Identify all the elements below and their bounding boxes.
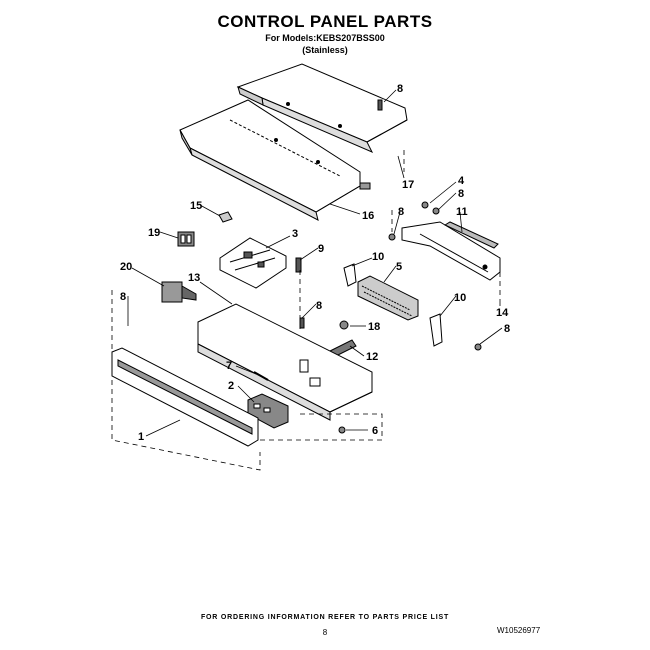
- part-16-shelf: [179, 99, 371, 221]
- callout-10: 10: [372, 251, 384, 263]
- callout-labels: 8 17 4 8 16 8 11 15 19 3 9 10 5 20 13 8 …: [120, 83, 510, 443]
- finish-subtitle: (Stainless): [302, 45, 348, 55]
- part-20-transformer: [161, 281, 197, 303]
- callout-8: 8: [120, 291, 126, 303]
- callout-8: 8: [398, 206, 404, 218]
- page-number: 8: [322, 628, 328, 637]
- callout-9: 9: [318, 243, 324, 255]
- part-15-clip: [218, 211, 233, 223]
- part-13-chassis: [197, 303, 373, 421]
- callout-17: 17: [402, 179, 414, 191]
- part-11-bar: [443, 221, 499, 249]
- part-7-wire: [253, 371, 269, 381]
- callout-15: 15: [190, 200, 202, 212]
- callout-3: 3: [292, 228, 298, 240]
- ordering-note: FOR ORDERING INFORMATION REFER TO PARTS …: [200, 614, 450, 621]
- callout-7: 7: [226, 360, 232, 372]
- leader-lines: [127, 89, 503, 437]
- callout-13: 13: [188, 272, 200, 284]
- part-10-bracket-upper: [343, 263, 357, 287]
- callout-6: 6: [372, 425, 378, 437]
- callout-11: 11: [456, 206, 468, 218]
- model-subtitle: For Models:KEBS207BSS00: [265, 33, 385, 43]
- callout-5: 5: [396, 261, 402, 273]
- callout-14: 14: [496, 307, 509, 319]
- part-3-control-board: [219, 237, 287, 289]
- callout-16: 16: [362, 210, 374, 222]
- callout-1: 1: [138, 431, 144, 443]
- part-19-connector: [177, 231, 195, 247]
- callout-2: 2: [228, 380, 234, 392]
- callout-4: 4: [458, 175, 465, 187]
- document-code: W10526977: [497, 626, 541, 635]
- callout-19: 19: [148, 227, 160, 239]
- part-17-top-cover: [236, 63, 408, 154]
- part-14-side-bracket: [401, 221, 501, 281]
- screws: [295, 99, 482, 434]
- callout-8: 8: [316, 300, 322, 312]
- callout-18: 18: [368, 321, 380, 333]
- dashed-assembly-outlines: [111, 150, 501, 471]
- page-title: CONTROL PANEL PARTS: [217, 12, 433, 31]
- callout-8: 8: [458, 188, 464, 200]
- callout-8: 8: [504, 323, 510, 335]
- callout-8: 8: [397, 83, 403, 95]
- callout-12: 12: [366, 351, 378, 363]
- part-5-blower: [357, 275, 419, 321]
- callout-20: 20: [120, 261, 132, 273]
- callout-10: 10: [454, 292, 466, 304]
- part-10-bracket-lower: [429, 313, 443, 347]
